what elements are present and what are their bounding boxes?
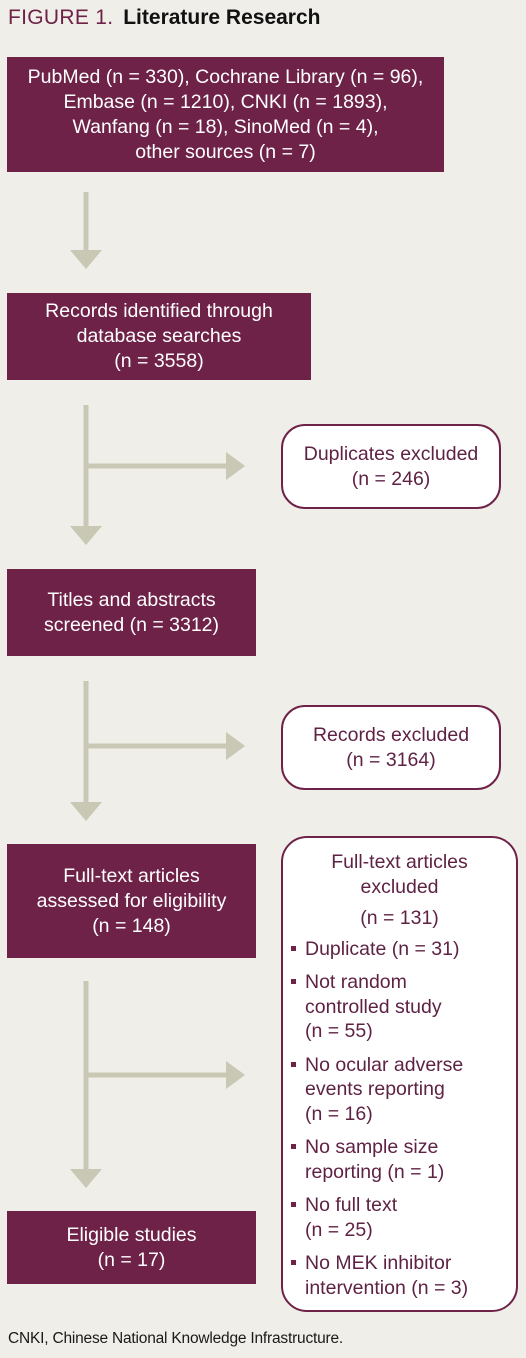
eligible-line-2: (n = 17): [97, 1248, 166, 1271]
exclusion-reasons-list: Duplicate (n = 31) Not random controlled…: [283, 937, 516, 1301]
reason-line: No ocular adverse: [305, 1053, 464, 1076]
identified-line-3: (n = 3558): [114, 350, 204, 372]
fulltext-excluded-heading-2: excluded: [360, 875, 439, 898]
reason-line: No full text: [305, 1194, 398, 1216]
duplicates-excluded-box: Duplicates excluded (n = 246): [281, 424, 501, 509]
identified-line-2: database searches: [76, 325, 242, 347]
fulltext-excluded-box: Full-text articles excluded (n = 131) Du…: [281, 836, 518, 1312]
bullet-icon: [291, 1144, 296, 1149]
duplicates-line-2: (n = 246): [351, 467, 431, 490]
reason-line: (n = 16): [305, 1102, 373, 1125]
list-item: No sample size reporting (n = 1): [291, 1135, 510, 1184]
reason-line: (n = 55): [305, 1020, 373, 1042]
reason-line: intervention (n = 3): [305, 1276, 469, 1299]
fulltext-excluded-heading-1: Full-text articles: [331, 851, 468, 873]
footnote: CNKI, Chinese National Knowledge Infrast…: [8, 1330, 344, 1347]
reason-line: controlled study: [305, 995, 442, 1018]
figure-label: FIGURE 1.: [8, 6, 114, 29]
screened-box: Titles and abstracts screened (n = 3312): [7, 569, 256, 656]
arrow-head-2: [70, 526, 102, 545]
screened-line-2: screened (n = 3312): [43, 613, 220, 636]
sources-line-1: PubMed (n = 330), Cochrane Library (n = …: [27, 65, 424, 88]
assessed-line-3: (n = 148): [92, 914, 171, 937]
fulltext-excluded-heading: Full-text articles excluded (n = 131): [283, 838, 516, 931]
list-item: No MEK inhibitor intervention (n = 3): [291, 1251, 510, 1300]
records-identified-box: Records identified through database sear…: [7, 293, 311, 380]
bullet-icon: [291, 1202, 296, 1207]
arrow-head-4: [70, 1169, 102, 1188]
arrow-head-2b: [226, 452, 245, 480]
sources-line-4: other sources (n = 7): [135, 140, 316, 163]
sources-line-2: Embase (n = 1210), CNKI (n = 1893),: [63, 90, 388, 113]
identified-line-1: Records identified through: [45, 300, 273, 322]
arrow-head-4b: [226, 1061, 245, 1089]
eligible-line-1: Eligible studies: [66, 1223, 197, 1246]
arrow-head-3b: [226, 732, 245, 760]
arrow-head-3: [70, 802, 102, 821]
bullet-icon: [291, 1260, 296, 1265]
sources-line-3: Wanfang (n = 18), SinoMed (n = 4),: [72, 115, 379, 138]
reason-line: No sample size: [305, 1136, 439, 1158]
reason-line: (n = 25): [305, 1218, 373, 1241]
bullet-icon: [291, 1061, 296, 1067]
eligible-studies-box: Eligible studies (n = 17): [7, 1211, 256, 1284]
records-excluded-line-1: Records excluded: [312, 723, 470, 746]
figure-title: FIGURE 1. Literature Research: [8, 6, 321, 30]
reason-line: reporting (n = 1): [305, 1160, 445, 1183]
list-item: Duplicate (n = 31): [291, 937, 510, 962]
bullet-icon: [291, 945, 296, 951]
figure-heading: Literature Research: [123, 6, 321, 29]
arrow-head-1: [70, 250, 102, 269]
reason-line: events reporting: [305, 1078, 445, 1100]
sources-box: PubMed (n = 330), Cochrane Library (n = …: [7, 57, 444, 172]
fulltext-excluded-count: (n = 131): [360, 907, 439, 929]
screened-line-1: Titles and abstracts: [47, 588, 216, 611]
list-item: No ocular adverse events reporting (n = …: [291, 1053, 510, 1127]
list-item: Not random controlled study (n = 55): [291, 970, 510, 1044]
reason-line: Duplicate (n = 31): [305, 937, 460, 960]
records-excluded-box: Records excluded (n = 3164): [281, 705, 501, 790]
assessed-box: Full-text articles assessed for eligibil…: [7, 844, 256, 958]
reason-line: Not random: [305, 971, 407, 993]
bullet-icon: [291, 979, 296, 984]
assessed-line-2: assessed for eligibility: [36, 889, 227, 912]
assessed-line-1: Full-text articles: [63, 864, 200, 887]
list-item: No full text (n = 25): [291, 1193, 510, 1242]
reason-line: No MEK inhibitor: [305, 1252, 452, 1274]
records-excluded-line-2: (n = 3164): [346, 748, 436, 771]
duplicates-line-1: Duplicates excluded: [303, 442, 479, 465]
